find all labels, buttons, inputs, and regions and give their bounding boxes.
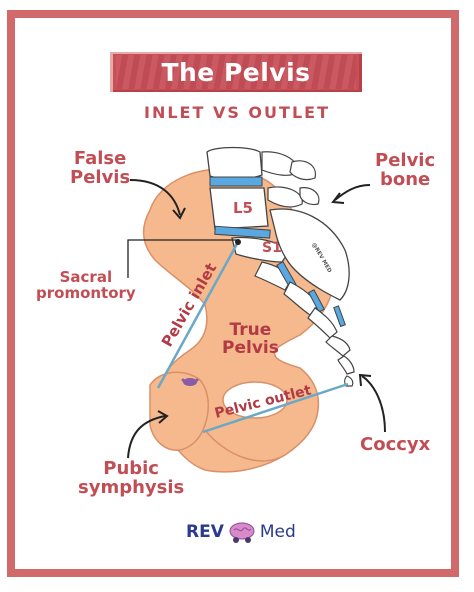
pubic-symphysis-line2: symphysis [78,476,185,498]
logo-med-text: Med [259,522,296,542]
pubic-mark [183,378,197,386]
poster-frame [7,10,459,577]
spinous-process-3 [267,186,303,208]
subtitle: INLET VS OUTLET [144,103,330,122]
false-pelvis-line1: False [73,148,127,169]
vertebra-l4 [206,146,263,180]
pelvic-bone-line2: bone [379,168,431,190]
sacral-promontory-line1: Sacral [59,268,113,286]
sacral-promontory-dot [235,239,241,245]
page-title: The Pelvis [161,57,311,87]
coccyx-label: Coccyx [360,434,431,455]
spinous-process-4 [299,187,320,206]
sacral-promontory-pointer [127,239,238,278]
coccyx-segment-1 [325,335,351,357]
pubic-symphysis-label: Pubic symphysis [78,458,185,498]
vertebra-l5 [209,187,269,230]
false-pelvis-arrow [129,179,181,216]
sacral-disc-3 [307,289,325,313]
brain-icon [229,522,255,543]
false-pelvis-label: False Pelvis [70,148,131,188]
s1-label: S1 [262,240,282,256]
sacral-promontory-line2: promontory [36,283,136,302]
disc-l5-s1 [214,225,271,239]
true-pelvis-line1: True [229,320,272,340]
pelvic-bone-arrow [334,184,371,201]
disc-l4-l5 [209,176,263,187]
sacrum [269,208,350,301]
pelvic-bone-label: Pelvic bone [375,150,436,190]
title-banner: The Pelvis [110,52,362,92]
logo-rev-text: REV [186,522,224,542]
sacral-promontory-label: Sacral promontory [36,268,136,302]
sacral-disc-4 [333,305,346,328]
l5-label: L5 [233,199,253,217]
sacral-segment-2 [254,261,293,291]
coccyx-segment-2 [337,355,355,375]
true-pelvis-line2: Pelvis [222,337,279,358]
true-pelvis-label: True Pelvis [222,320,279,358]
ischium [204,429,286,462]
pelvic-bone-line1: Pelvic [375,150,436,171]
pubic-symphysis-line1: Pubic [103,458,159,479]
coccyx-arrow [361,375,386,433]
spinous-process-2 [289,160,317,181]
pubic-body [149,371,210,451]
pelvic-outlet-line [202,382,349,434]
pubic-symphysis-arrow [127,415,166,459]
revmed-logo: REV Med [186,519,296,545]
pelvic-inlet-line [156,241,240,389]
false-pelvis-line2: Pelvis [70,166,131,188]
